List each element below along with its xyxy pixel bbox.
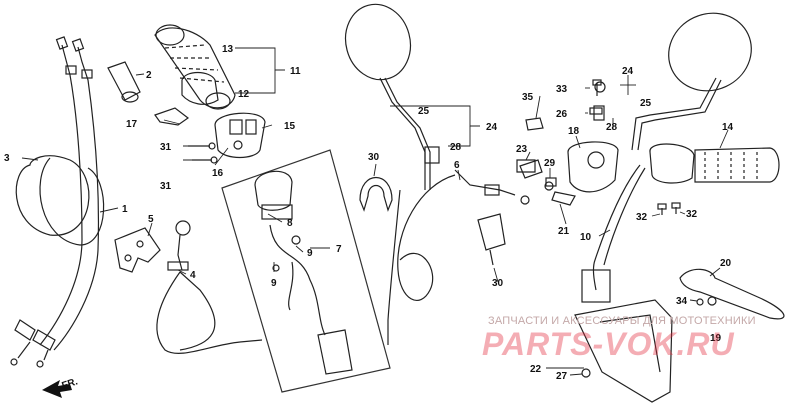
watermark-subtitle: ЗАПЧАСТИ И АКСЕССУАРЫ ДЛЯ МОТОТЕХНИКИ [488, 315, 756, 327]
label-10: 10 [580, 232, 592, 243]
label-14: 14 [722, 122, 734, 133]
bracket-5 [114, 227, 161, 273]
part-labels: 3 1 2 5 4 13 11 12 17 15 31 31 16 8 9 7 … [4, 44, 734, 382]
label-22: 22 [530, 364, 542, 375]
label-21: 21 [558, 226, 570, 237]
label-1: 1 [122, 204, 128, 215]
label-34: 34 [676, 296, 688, 307]
label-18: 18 [568, 126, 580, 137]
label-9-right: 9 [307, 248, 313, 259]
label-31-lower: 31 [160, 181, 172, 192]
label-29: 29 [544, 158, 556, 169]
label-2: 2 [146, 70, 152, 81]
label-12: 12 [238, 89, 250, 100]
label-7: 7 [336, 244, 342, 255]
label-16: 16 [212, 168, 224, 179]
switch-wiring [581, 164, 646, 303]
label-28-right: 28 [606, 122, 618, 133]
label-23: 23 [516, 144, 528, 155]
left-grip [154, 24, 236, 110]
brake-master-cylinder [519, 141, 619, 206]
label-3: 3 [4, 153, 10, 164]
front-marker-label: FR. [61, 376, 80, 392]
right-grip [649, 143, 780, 184]
label-30-upper: 30 [368, 152, 380, 163]
label-6: 6 [454, 160, 460, 171]
label-31-upper: 31 [160, 142, 172, 153]
label-24-left: 24 [486, 122, 498, 133]
label-20: 20 [720, 258, 732, 269]
brake-lever [679, 268, 785, 320]
label-9-left: 9 [271, 278, 277, 289]
label-35: 35 [522, 92, 534, 103]
label-25-right: 25 [640, 98, 652, 109]
label-24-right: 24 [622, 66, 634, 77]
right-mirror [593, 12, 752, 151]
clamp-30 [359, 176, 506, 266]
label-4: 4 [190, 270, 196, 281]
label-30-lower: 30 [492, 278, 504, 289]
throttle-cables [10, 36, 105, 368]
lever-cover [574, 299, 673, 403]
label-25-left: 25 [418, 106, 430, 117]
label-32-right: 32 [686, 209, 698, 220]
left-mirror [344, 3, 440, 190]
label-33: 33 [556, 84, 568, 95]
label-28-left: 28 [450, 142, 462, 153]
small-bolts [516, 79, 704, 306]
label-5: 5 [148, 214, 154, 225]
leader-lines [21, 47, 729, 376]
label-19: 19 [710, 333, 722, 344]
front-arrow-marker: FR. [42, 376, 79, 398]
label-32-left: 32 [636, 212, 648, 223]
throttle-pipe [107, 61, 141, 103]
label-13: 13 [222, 44, 234, 55]
label-26: 26 [556, 109, 568, 120]
label-17: 17 [126, 119, 138, 130]
watermark-brand: PARTS-VOK.RU [482, 326, 735, 362]
clutch-cable [387, 169, 530, 345]
choke-cable [156, 220, 263, 354]
label-11: 11 [290, 66, 301, 77]
label-27: 27 [556, 371, 568, 382]
switch-housing-left [154, 107, 266, 164]
label-8: 8 [287, 218, 293, 229]
starter-switch-box [221, 149, 391, 393]
label-15: 15 [284, 121, 296, 132]
